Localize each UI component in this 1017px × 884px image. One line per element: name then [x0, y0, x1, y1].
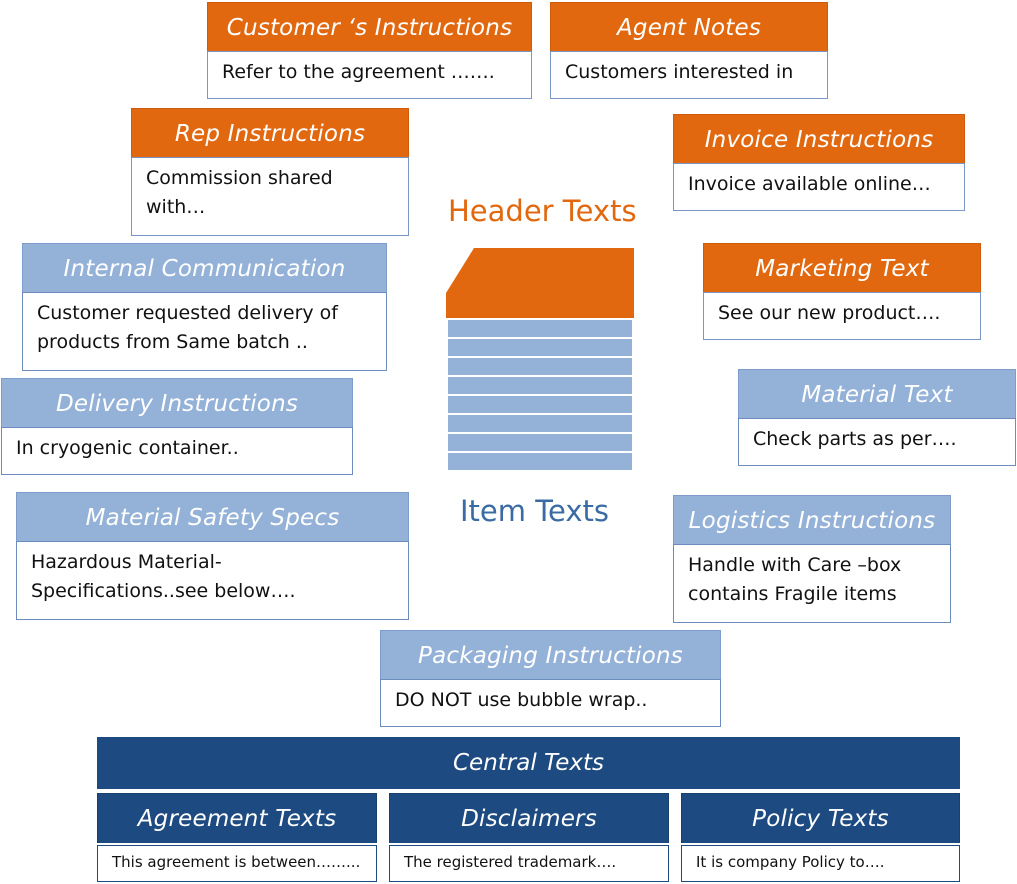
card-text: Invoice available online… [673, 163, 965, 211]
document-item-rows [448, 320, 632, 470]
card-text: See our new product…. [703, 292, 981, 340]
marketing-text-card: Marketing Text See our new product…. [703, 243, 981, 340]
rep-instructions-card: Rep Instructions Commission shared with… [131, 108, 409, 236]
card-title: Logistics Instructions [673, 495, 951, 545]
internal-communication-card: Internal Communication Customer requeste… [22, 243, 387, 371]
card-text: Customers interested in [550, 51, 828, 99]
card-text: This agreement is between……... [97, 845, 377, 882]
document-icon [446, 248, 634, 470]
card-title: Material Text [738, 369, 1016, 419]
card-title: Invoice Instructions [673, 114, 965, 164]
logistics-instructions-card: Logistics Instructions Handle with Care … [673, 495, 951, 623]
material-safety-specs-card: Material Safety Specs Hazardous Material… [16, 492, 409, 620]
card-title: Material Safety Specs [16, 492, 409, 542]
card-text: Refer to the agreement ……. [207, 51, 532, 99]
item-texts-label: Item Texts [460, 494, 609, 528]
card-title: Customer ‘s Instructions [207, 2, 532, 52]
delivery-instructions-card: Delivery Instructions In cryogenic conta… [1, 378, 353, 475]
card-title: Delivery Instructions [1, 378, 353, 428]
card-text: Hazardous Material-Specifications..see b… [16, 541, 409, 620]
card-text: Check parts as per…. [738, 418, 1016, 466]
card-title: Disclaimers [389, 793, 669, 843]
invoice-instructions-card: Invoice Instructions Invoice available o… [673, 114, 965, 211]
card-title: Agent Notes [550, 2, 828, 52]
card-text: Customer requested delivery of products … [22, 292, 387, 371]
card-text: Handle with Care –box contains Fragile i… [673, 544, 951, 623]
agent-notes-card: Agent Notes Customers interested in [550, 2, 828, 99]
document-header-shape [446, 248, 634, 318]
card-title: Marketing Text [703, 243, 981, 293]
card-text: DO NOT use bubble wrap.. [380, 679, 721, 727]
header-texts-label: Header Texts [448, 194, 637, 228]
disclaimers-card: Disclaimers The registered trademark…. [389, 793, 669, 882]
card-title: Internal Communication [22, 243, 387, 293]
card-text: The registered trademark…. [389, 845, 669, 882]
card-text: Commission shared with… [131, 157, 409, 236]
card-title: Agreement Texts [97, 793, 377, 843]
customer-instructions-card: Customer ‘s Instructions Refer to the ag… [207, 2, 532, 99]
agreement-texts-card: Agreement Texts This agreement is betwee… [97, 793, 377, 882]
material-text-card: Material Text Check parts as per…. [738, 369, 1016, 466]
card-title: Rep Instructions [131, 108, 409, 158]
card-title: Policy Texts [681, 793, 960, 843]
central-texts-bar: Central Texts [97, 737, 960, 789]
policy-texts-card: Policy Texts It is company Policy to…. [681, 793, 960, 882]
packaging-instructions-card: Packaging Instructions DO NOT use bubble… [380, 630, 721, 727]
card-title: Packaging Instructions [380, 630, 721, 680]
card-text: It is company Policy to…. [681, 845, 960, 882]
card-text: In cryogenic container.. [1, 427, 353, 475]
